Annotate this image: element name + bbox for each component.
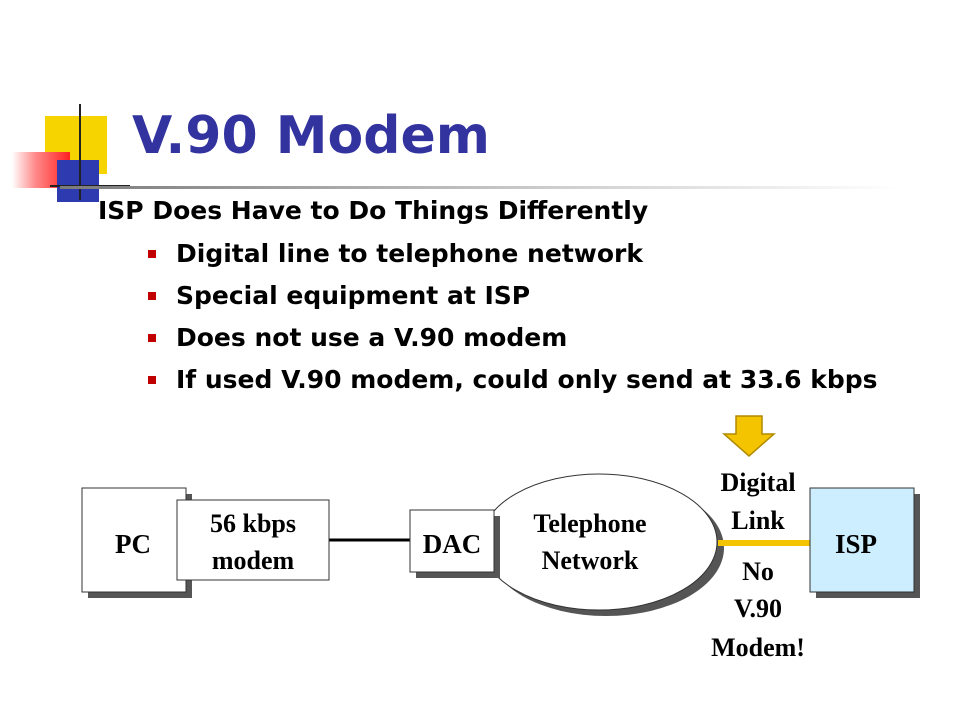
square-bullet-icon <box>148 292 156 300</box>
modem-label-line2: modem <box>212 546 295 575</box>
digital-link-label-line1: Digital <box>720 468 795 497</box>
main-bullet: ISP Does Have to Do Things Differently <box>98 196 649 225</box>
square-bullet-icon <box>148 250 156 258</box>
title-underline <box>60 186 900 189</box>
sub-bullet-list: Digital line to telephone network Specia… <box>148 238 908 406</box>
decorative-blue-square <box>57 160 99 202</box>
no-modem-label-line3: Modem! <box>711 633 805 662</box>
modem-box: 56 kbps modem <box>176 499 330 581</box>
modem-label-line1: 56 kbps <box>210 509 296 538</box>
isp-label: ISP <box>835 529 877 559</box>
down-arrow-icon <box>722 415 776 457</box>
slide-title: V.90 Modem <box>132 106 490 166</box>
dac-box: DAC <box>409 509 500 578</box>
digital-link-label-line2: Link <box>731 506 785 535</box>
telephone-network-cloud: Telephone Network <box>480 473 724 616</box>
square-bullet-icon <box>148 376 156 384</box>
sub-bullet-item: Digital line to telephone network <box>148 238 908 269</box>
square-bullet-icon <box>148 334 156 342</box>
network-label-line1: Telephone <box>533 509 646 538</box>
sub-bullet-item: Does not use a V.90 modem <box>148 322 908 353</box>
sub-bullet-item: Special equipment at ISP <box>148 280 908 311</box>
network-label-line2: Network <box>542 546 639 575</box>
dac-label: DAC <box>423 529 482 559</box>
pc-label: PC <box>115 529 151 559</box>
sub-bullet-item: If used V.90 modem, could only send at 3… <box>148 364 908 395</box>
decorative-vertical-line <box>79 104 81 200</box>
pc-box: PC <box>81 487 192 598</box>
no-modem-label-line1: No <box>742 557 774 586</box>
isp-box: ISP <box>809 487 920 598</box>
no-modem-label-line2: V.90 <box>734 594 782 623</box>
